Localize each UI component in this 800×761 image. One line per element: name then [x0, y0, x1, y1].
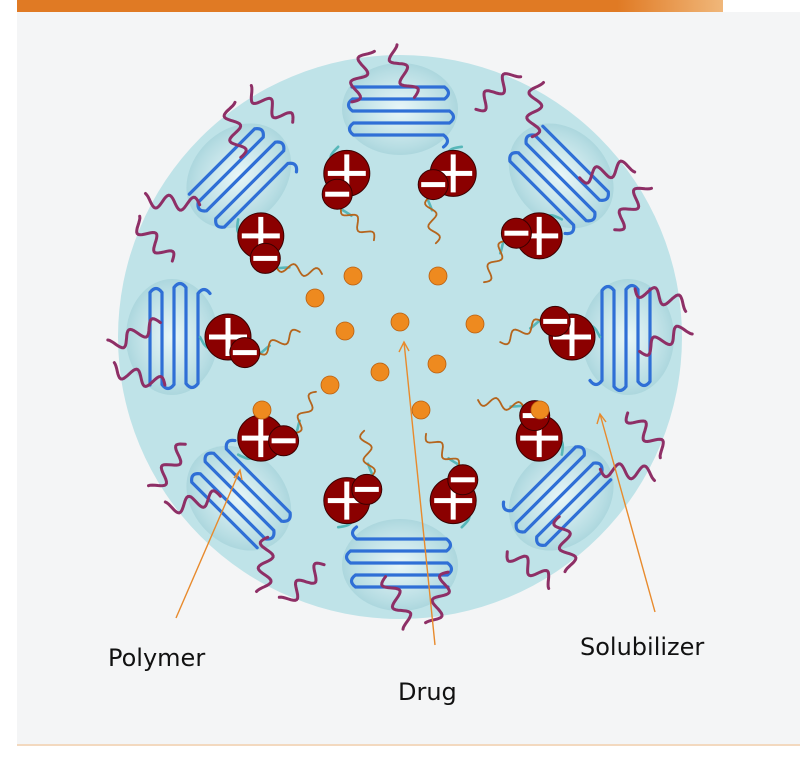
minus-bar — [451, 477, 475, 482]
minus-bar — [355, 487, 379, 492]
drug-particle — [344, 267, 362, 285]
drug-particle — [391, 313, 409, 331]
minus-circle-icon — [230, 338, 260, 368]
plus-bar-v — [537, 217, 542, 255]
drug-particle — [428, 355, 446, 373]
drug-particle — [253, 401, 271, 419]
minus-bar — [504, 231, 528, 236]
minus-circle-icon — [352, 474, 382, 504]
plus-bar-v — [344, 482, 349, 520]
drug-particle — [306, 289, 324, 307]
minus-circle-icon — [322, 179, 352, 209]
plus-bar-v — [258, 419, 263, 457]
drug-label: Drug — [398, 678, 457, 706]
solubilizer-label: Solubilizer — [580, 633, 704, 661]
minus-bar — [233, 350, 257, 355]
minus-circle-icon — [501, 218, 531, 248]
minus-circle-icon — [269, 426, 299, 456]
minus-circle-icon — [250, 243, 280, 273]
drug-particle — [336, 322, 354, 340]
drug-particle — [466, 315, 484, 333]
drug-particle — [371, 363, 389, 381]
minus-bar — [272, 438, 296, 443]
minus-circle-icon — [448, 465, 478, 495]
header-bar — [17, 0, 723, 12]
drug-particle — [531, 401, 549, 419]
drug-particle — [412, 401, 430, 419]
minus-bar — [325, 192, 349, 197]
drug-particle — [429, 267, 447, 285]
minus-bar — [421, 182, 445, 187]
minus-circle-icon — [418, 170, 448, 200]
bottom-rule — [17, 744, 800, 746]
plus-bar-v — [451, 154, 456, 192]
polymer-label: Polymer — [108, 644, 205, 672]
drug-particle — [321, 376, 339, 394]
minus-circle-icon — [540, 306, 570, 336]
minus-bar — [543, 319, 567, 324]
minus-bar — [253, 256, 277, 261]
